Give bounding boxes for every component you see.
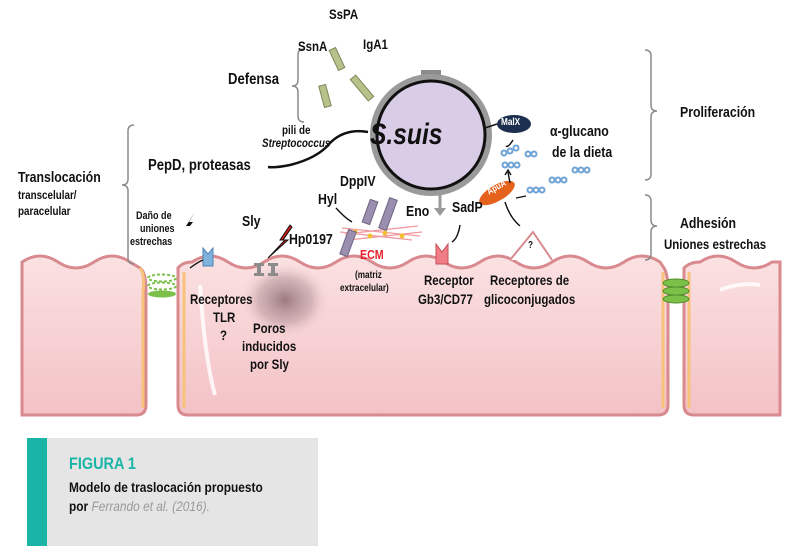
glycoconjugate-receptor-icon: [509, 230, 553, 261]
label-translocacion: Translocación: [18, 169, 101, 186]
translocation-diagram: [20, 46, 782, 417]
label-poros-line2: inducidos: [242, 338, 297, 354]
label-gluco-line1: Receptores de: [490, 272, 570, 288]
tight-junction-intact: [662, 278, 690, 304]
label-tlr-line3: ?: [220, 327, 228, 343]
epithelial-cell-right: [682, 254, 782, 417]
glucan-chains: [500, 144, 591, 194]
damage-lightning-icon: [178, 212, 195, 242]
label-pili-line2: Streptococcus: [262, 136, 331, 150]
pili-icon: [267, 129, 369, 169]
label-adhesion: Adhesión: [680, 215, 737, 232]
label-question-gluco: ?: [528, 240, 534, 251]
label-sspa: SsPA: [329, 6, 359, 22]
caption-accent-bar: [27, 438, 47, 546]
caption-line2: por Ferrando et al. (2016).: [69, 498, 210, 514]
label-dano-line3: estrechas: [130, 236, 173, 248]
label-dano-line2: uniones: [140, 223, 175, 235]
label-defensa: Defensa: [228, 71, 280, 88]
label-gluco-line2: glicoconjugados: [484, 291, 576, 307]
label-uniones-estrechas: Uniones estrechas: [664, 236, 767, 252]
label-eno: Eno: [406, 203, 430, 220]
label-pepd: PepD, proteasas: [148, 157, 251, 174]
label-transcelular: transcelular/: [18, 188, 77, 202]
caption-line2-prefix: por: [69, 498, 89, 514]
malx-transporter-icon: [497, 115, 531, 133]
label-hyl: Hyl: [318, 191, 338, 208]
label-tlr-line2: TLR: [213, 309, 236, 325]
label-pili-line1: pili de: [282, 123, 311, 137]
caption-line1: Modelo de traslocación propuesto: [69, 479, 263, 495]
label-malx: MalX: [501, 117, 521, 128]
figure-caption: FIGURA 1 Modelo de traslocación propuest…: [27, 438, 318, 546]
sly-pores: [254, 263, 278, 276]
epithelial-cell-left: [20, 254, 148, 417]
label-iga1: IgA1: [363, 36, 388, 52]
label-matriz-line2: extracelular): [340, 283, 389, 294]
eno-arrowhead: [434, 208, 446, 216]
label-matriz-line1: (matriz: [355, 270, 382, 281]
label-hp0197: Hp0197: [289, 231, 333, 248]
label-glucano-line1: α-glucano: [550, 123, 609, 140]
s-suis-bacterium: [370, 70, 498, 196]
label-tlr-line1: Receptores: [190, 291, 253, 307]
label-ecm: ECM: [360, 247, 384, 262]
defense-proteins: [318, 46, 375, 109]
tlr-receptor-icon: [202, 246, 214, 267]
caption-citation: Ferrando et al. (2016).: [91, 498, 210, 514]
label-gb3-line1: Receptor: [424, 272, 474, 288]
gb3-receptor-icon: [435, 242, 449, 265]
tight-junction-damaged: [147, 273, 177, 298]
label-paracelular: paracelular: [18, 204, 71, 218]
label-glucano-line2: de la dieta: [552, 144, 613, 161]
label-dppiv: DppIV: [340, 173, 376, 190]
label-sadp: SadP: [452, 199, 483, 216]
label-ssna: SsnA: [298, 38, 328, 54]
adhesin-proteins: [339, 196, 398, 258]
bacterium-label: S.suis: [370, 118, 443, 151]
sly-lightning-icon: [267, 224, 293, 259]
braces: [121, 48, 658, 265]
label-gb3-line2: Gb3/CD77: [418, 291, 473, 307]
label-dano-line1: Daño de: [136, 210, 172, 222]
sly-pore-cloud: [240, 262, 330, 338]
label-sly: Sly: [242, 213, 261, 230]
label-proliferacion: Proliferación: [680, 104, 756, 121]
label-poros-line3: por Sly: [250, 356, 289, 372]
label-poros-line1: Poros: [253, 320, 286, 336]
arrows: [189, 139, 527, 269]
caption-title: FIGURA 1: [69, 454, 136, 473]
apua-enzyme-icon: [479, 180, 515, 206]
